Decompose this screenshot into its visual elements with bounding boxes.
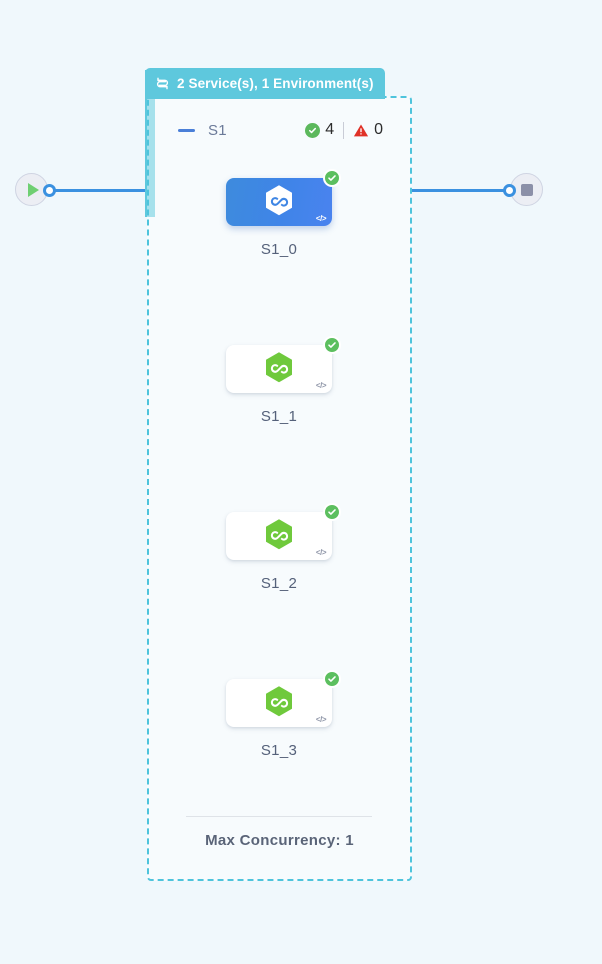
max-concurrency-label: Max Concurrency: 1 xyxy=(205,832,354,849)
node-card[interactable]: </> xyxy=(226,169,341,226)
edge-start-to-group xyxy=(47,189,147,192)
start-node[interactable] xyxy=(15,173,48,206)
counter-ok-value: 4 xyxy=(325,121,335,138)
counter-ok: 4 xyxy=(305,121,334,139)
counter-separator xyxy=(343,121,345,139)
check-badge-icon xyxy=(323,169,341,187)
stop-icon xyxy=(520,183,533,196)
service-header-row[interactable]: S1 4 0 xyxy=(178,119,383,141)
code-tag-icon: </> xyxy=(315,214,327,223)
connector-port-icon-left[interactable] xyxy=(43,184,56,197)
node-s1-1[interactable]: </> S1_1 xyxy=(226,336,341,425)
node-label: S1_1 xyxy=(260,408,298,425)
node-card[interactable]: </> xyxy=(226,670,341,727)
play-icon xyxy=(27,182,39,197)
connector-port-icon-right[interactable] xyxy=(503,184,516,197)
minus-collapse-icon[interactable] xyxy=(178,128,195,132)
service-group-container[interactable] xyxy=(147,96,412,881)
infinity-hexagon-icon xyxy=(266,686,292,717)
code-tag-icon: </> xyxy=(315,715,327,724)
infinity-hexagon-icon xyxy=(266,352,292,383)
node-s1-3[interactable]: </> S1_3 xyxy=(226,670,341,759)
warning-triangle-icon xyxy=(353,123,369,138)
node-label: S1_2 xyxy=(260,575,298,592)
edge-group-to-end xyxy=(410,189,515,192)
node-label: S1_0 xyxy=(260,241,298,258)
counter-warn-value: 0 xyxy=(374,121,383,138)
node-card[interactable]: </> xyxy=(226,336,341,393)
group-footer-divider xyxy=(186,816,372,817)
infinity-hexagon-icon xyxy=(266,185,292,216)
service-counters: 4 0 xyxy=(305,121,383,139)
check-badge-icon xyxy=(323,670,341,688)
cycle-loop-icon xyxy=(155,76,170,91)
check-badge-icon xyxy=(323,503,341,521)
node-label: S1_3 xyxy=(260,742,298,759)
infinity-hexagon-icon xyxy=(266,519,292,550)
check-badge-icon xyxy=(323,336,341,354)
code-tag-icon: </> xyxy=(315,548,327,557)
code-tag-icon: </> xyxy=(315,381,327,390)
service-name-label: S1 xyxy=(208,121,227,139)
group-tab-label: 2 Service(s), 1 Environment(s) xyxy=(177,76,374,91)
node-s1-0[interactable]: </> S1_0 xyxy=(226,169,341,258)
group-tab-header[interactable]: 2 Service(s), 1 Environment(s) xyxy=(145,68,385,99)
group-left-accent-bar xyxy=(145,70,155,217)
check-circle-icon xyxy=(305,122,321,138)
node-card[interactable]: </> xyxy=(226,503,341,560)
node-s1-2[interactable]: </> S1_2 xyxy=(226,503,341,592)
counter-warn: 0 xyxy=(353,121,383,139)
